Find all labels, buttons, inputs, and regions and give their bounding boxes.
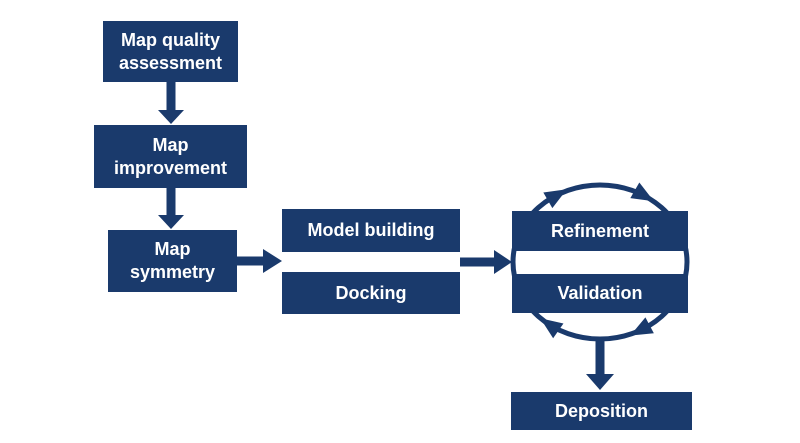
node-label: Map improvement (113, 134, 228, 178)
cycle-arrowhead-top-right-icon (630, 182, 654, 202)
down-arrow-improvement-to-symmetry (158, 188, 184, 229)
cycle-arrowhead-bottom-right-icon (630, 317, 654, 336)
cycle-arrowhead-bottom-left-icon (540, 318, 564, 339)
node-label: Deposition (555, 400, 648, 421)
right-arrow-symmetry-to-modeling (237, 249, 282, 273)
node-deposition: Deposition (511, 392, 692, 430)
node-label: Model building (307, 220, 435, 240)
node-label: Validation (557, 283, 643, 303)
node-map-improvement: Map improvement (94, 125, 247, 188)
node-refinement: Refinement (512, 211, 688, 251)
node-label: Map quality assessment (118, 29, 223, 73)
cycle-arrowhead-top-left-icon (543, 189, 567, 209)
down-arrow-cycle-to-deposition (586, 338, 614, 390)
node-docking: Docking (282, 272, 460, 314)
node-validation: Validation (512, 274, 688, 313)
node-map-symmetry: Map symmetry (108, 230, 237, 292)
node-label: Refinement (550, 220, 649, 241)
down-arrow-quality-to-improvement (158, 82, 184, 124)
node-model-building: Model building (282, 209, 460, 252)
node-label: Map symmetry (129, 239, 216, 282)
right-arrow-modeling-to-refinement (460, 250, 512, 274)
node-map-quality-assessment: Map quality assessment (103, 21, 238, 82)
node-label: Docking (335, 282, 407, 303)
